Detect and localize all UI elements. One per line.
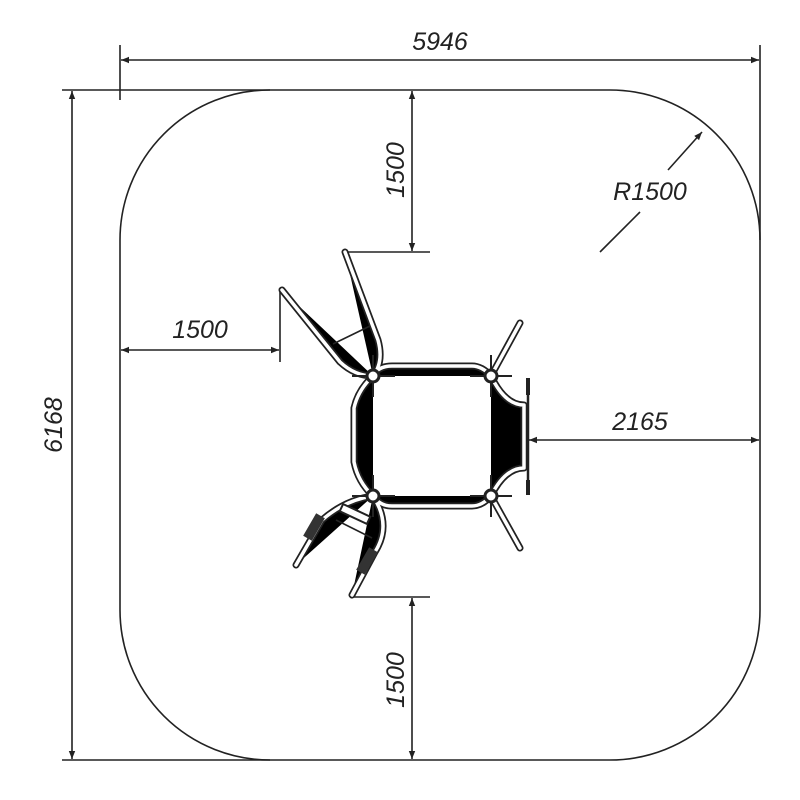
post bbox=[352, 355, 395, 397]
bottom-clearance-dimension: 1500 bbox=[352, 596, 430, 759]
play-equipment bbox=[282, 252, 530, 595]
radius-label: R1500 bbox=[613, 178, 687, 206]
left-clearance-dimension: 1500 bbox=[121, 290, 281, 362]
top-clearance-dimension: 1500 bbox=[345, 91, 430, 253]
radius-annotation: R1500 bbox=[599, 131, 703, 253]
height-dimension: 6168 bbox=[40, 89, 270, 761]
post bbox=[470, 355, 512, 397]
right-clearance-label: 2165 bbox=[611, 408, 668, 436]
post bbox=[470, 475, 512, 517]
handle-grip bbox=[356, 547, 378, 575]
right-clearance-dimension: 2165 bbox=[529, 408, 759, 444]
width-label: 5946 bbox=[412, 28, 468, 56]
bottom-clearance-label: 1500 bbox=[382, 652, 410, 708]
width-dimension: 5946 bbox=[119, 28, 761, 240]
top-clearance-label: 1500 bbox=[382, 142, 410, 198]
height-label: 6168 bbox=[40, 397, 68, 453]
post bbox=[352, 475, 395, 517]
handle-grip bbox=[303, 513, 325, 541]
safety-zone-boundary bbox=[119, 89, 761, 761]
left-clearance-label: 1500 bbox=[172, 316, 228, 344]
